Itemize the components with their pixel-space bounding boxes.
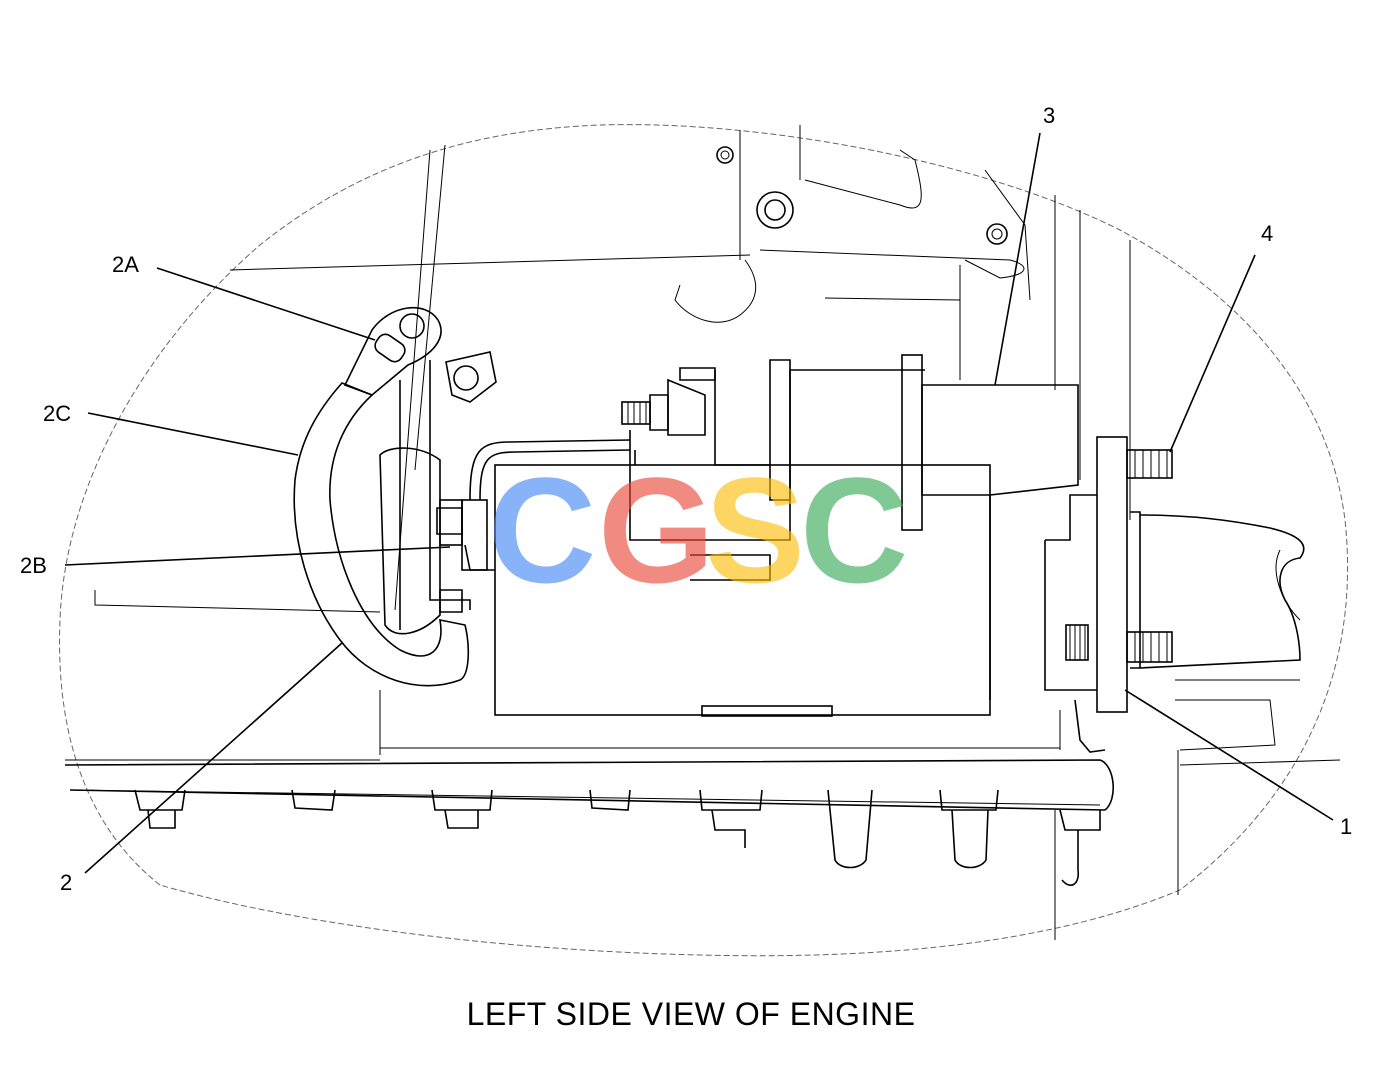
- block-bolts: [445, 146, 1008, 403]
- callout-2b: 2B: [20, 553, 47, 578]
- watermark-letter-c2: C: [800, 446, 908, 614]
- engine-block: [65, 125, 1341, 895]
- watermark-letter-c1: C: [488, 446, 596, 614]
- callout-1: 1: [1340, 814, 1352, 839]
- leader-lines: [64, 132, 1334, 874]
- callout-2a: 2A: [112, 252, 139, 277]
- leader-2a: [156, 267, 376, 341]
- watermark: C G S C: [488, 446, 908, 614]
- callout-labels: 2A 2C 2B 2 3 4 1: [20, 103, 1352, 895]
- callout-3: 3: [1043, 103, 1055, 128]
- leader-2b: [64, 546, 451, 566]
- leader-1: [1124, 689, 1334, 821]
- oil-pan-rail: [64, 759, 1115, 940]
- leader-3: [994, 132, 1041, 386]
- callout-2: 2: [60, 870, 72, 895]
- leader-2c: [87, 412, 299, 456]
- starter-motor: [469, 354, 1079, 717]
- mounting-flange: [1044, 436, 1305, 753]
- watermark-letter-g: G: [598, 446, 715, 614]
- view-boundary: [59, 124, 1348, 957]
- leader-2: [84, 642, 343, 874]
- callout-2c: 2C: [43, 401, 71, 426]
- figure-caption: LEFT SIDE VIEW OF ENGINE: [466, 996, 916, 1032]
- watermark-letter-s: S: [705, 446, 805, 614]
- battery-cable: [293, 306, 495, 687]
- leader-4: [1169, 254, 1256, 453]
- callout-4: 4: [1261, 221, 1273, 246]
